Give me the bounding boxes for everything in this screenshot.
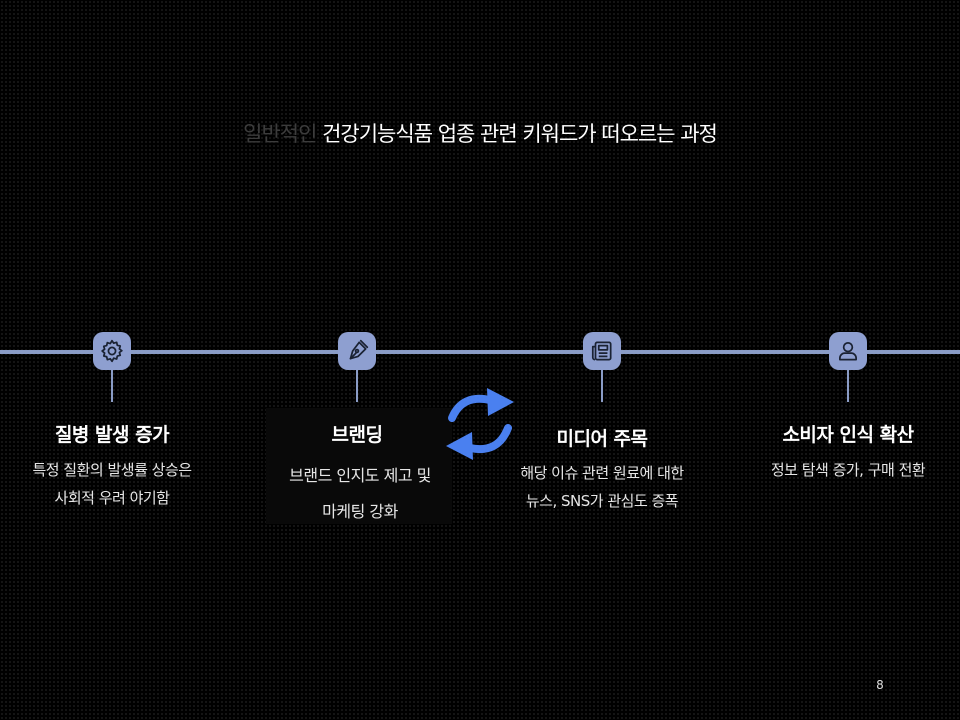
step-3-stem [601,370,603,402]
step-3-desc-line-1: 해당 이슈 관련 원료에 대한 [520,464,684,482]
page-number: 8 [876,678,884,692]
step-3-heading: 미디어 주목 [556,428,648,450]
step-2-desc-line-1: 브랜드 인지도 제고 및 [289,466,431,485]
step-3-node [583,332,621,370]
title-dim-part: 일반적인 [243,122,317,146]
step-2-stem [356,370,358,402]
step-1-heading: 질병 발생 증가 [54,424,170,446]
step-1-desc-line-1: 특정 질환의 발생률 상승은 [32,461,192,479]
step-1-description: 특정 질환의 발생률 상승은 사회적 우려 야기함 [0,456,232,512]
step-4-desc-line-1: 정보 탐색 증가, 구매 전환 [770,461,926,479]
step-2-heading: 브랜딩 [331,424,383,446]
newspaper-icon [591,341,612,361]
step-1-desc-line-2: 사회적 우려 야기함 [54,489,170,507]
step-4-stem [847,370,849,402]
refresh-cycle-icon [446,388,514,460]
step-4-heading: 소비자 인식 확산 [782,424,914,446]
step-2-node [338,332,376,370]
pen-icon [349,339,369,360]
step-3-description: 해당 이슈 관련 원료에 대한 뉴스, SNS가 관심도 증폭 [482,459,722,515]
step-1-node [93,332,131,370]
step-2-description: 브랜드 인지도 제고 및 마케팅 강화 [240,458,480,530]
user-icon [839,342,857,361]
step-4-description: 정보 탐색 증가, 구매 전환 [728,456,960,484]
branding-highlight-box [266,408,452,524]
timeline-line [0,350,960,354]
title-main-part: 건강기능식품 업종 관련 키워드가 떠오르는 과정 [322,122,718,146]
gear-icon [101,339,123,363]
step-3-desc-line-2: 뉴스, SNS가 관심도 증폭 [525,492,679,510]
step-2-desc-line-2: 마케팅 강화 [322,502,398,521]
step-4-node [829,332,867,370]
slide-title: 일반적인 건강기능식품 업종 관련 키워드가 떠오르는 과정 [0,118,960,148]
step-1-stem [111,370,113,402]
